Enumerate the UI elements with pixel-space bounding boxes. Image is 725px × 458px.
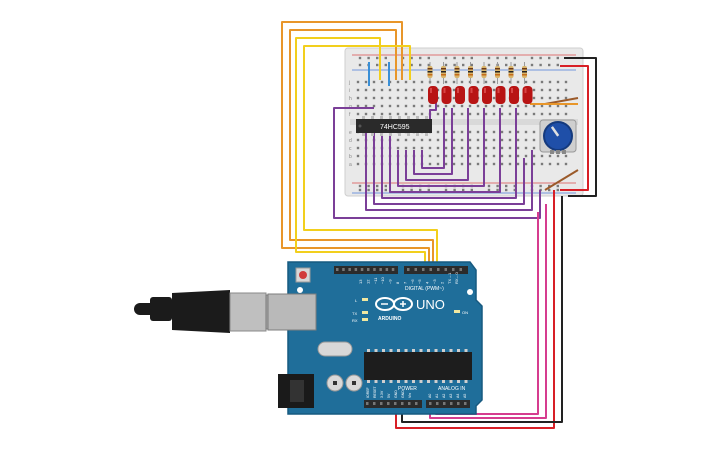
- led-array: [428, 86, 533, 104]
- row-letter-e: e: [349, 130, 352, 136]
- wire-purple-9[interactable]: [421, 108, 445, 169]
- analog-pin-label: A2: [442, 394, 446, 398]
- wire-purple-6[interactable]: [397, 108, 485, 187]
- row-letter-f: f: [349, 112, 351, 118]
- resistor[interactable]: [522, 62, 527, 84]
- analog-label: ANALOG IN: [438, 386, 466, 392]
- wires: [281, 21, 597, 429]
- ic-label: 74HC595: [380, 124, 410, 131]
- row-letter-j: j: [348, 80, 350, 86]
- digital-pin-label: ~11: [373, 277, 378, 284]
- led[interactable]: [441, 86, 452, 104]
- row-letter-a: a: [349, 162, 352, 168]
- power-label: POWER: [398, 386, 417, 392]
- wire-purple-7[interactable]: [405, 108, 469, 181]
- wire-orange-2[interactable]: [289, 29, 434, 262]
- analog-pin-label: A4: [456, 394, 460, 398]
- power-pin-label: GND: [401, 390, 405, 398]
- led-label-rx: RX: [352, 318, 358, 323]
- shift-register-ic[interactable]: 74HC595: [356, 116, 432, 136]
- power-pin-label: Vin: [408, 393, 412, 398]
- analog-pin-label: A3: [449, 394, 453, 398]
- breadboard-holes: [356, 80, 568, 166]
- digital-pin-label: 4: [425, 281, 430, 284]
- led-label-l: L: [355, 298, 358, 303]
- row-letter-b: b: [349, 154, 352, 160]
- resistor[interactable]: [508, 62, 514, 84]
- chip-pins: [367, 349, 468, 383]
- power-pin-label: 3.3V: [380, 390, 384, 398]
- analog-pin-label: A0: [428, 394, 432, 398]
- wire-purple-3[interactable]: [373, 132, 525, 205]
- wire-red-rail-top[interactable]: [560, 65, 589, 191]
- top-power-rail: [358, 56, 559, 67]
- model-text: UNO: [416, 297, 445, 312]
- led[interactable]: [455, 86, 465, 104]
- brand-text: ARDUINO: [378, 316, 401, 322]
- resistor[interactable]: [427, 62, 433, 84]
- led[interactable]: [428, 86, 438, 104]
- digital-pin-label: RX←0: [454, 271, 459, 284]
- analog-pin-label: A1: [435, 394, 439, 398]
- wire-purple-5[interactable]: [389, 108, 501, 193]
- usb-cable: [134, 290, 291, 333]
- arduino-logo: [375, 297, 413, 311]
- power-pin-label: GND: [394, 390, 398, 398]
- power-pin-label: 5V: [387, 393, 391, 398]
- wire-brown-2[interactable]: [544, 169, 579, 191]
- row-letter-c: c: [349, 146, 352, 152]
- digital-pin-label: ~3: [432, 279, 437, 284]
- wire-orange-1[interactable]: [281, 21, 430, 262]
- row-letter-i: i: [349, 88, 350, 94]
- resistor[interactable]: [468, 62, 473, 84]
- wire-red-5v[interactable]: [395, 190, 555, 429]
- wire-purple-4[interactable]: [381, 108, 517, 199]
- wire-purple-2[interactable]: [365, 132, 533, 211]
- row-letter-h: h: [349, 96, 352, 102]
- resistor[interactable]: [454, 62, 460, 84]
- row-letter-d: d: [349, 138, 352, 144]
- wire-purple-8[interactable]: [413, 108, 453, 175]
- digital-pin-label: 8: [395, 281, 400, 284]
- wire-yellow-2[interactable]: [303, 45, 438, 262]
- digital-pin-label: 7: [402, 281, 407, 284]
- digital-pin-label: 13: [358, 279, 363, 284]
- led[interactable]: [495, 86, 506, 104]
- led[interactable]: [522, 86, 533, 104]
- pin-headers: [334, 266, 470, 408]
- digital-pin-label: TX→1: [447, 272, 452, 284]
- digital-pin-label: ~6: [410, 279, 415, 284]
- digital-pin-label: 2: [439, 281, 444, 284]
- wire-black-rail-top[interactable]: [564, 57, 597, 197]
- led[interactable]: [468, 86, 479, 104]
- ic-pins: [362, 116, 428, 136]
- digital-pin-label: ~9: [388, 279, 393, 284]
- on-label: ON: [462, 310, 468, 315]
- power-pin-label: IOREF: [366, 387, 370, 398]
- led[interactable]: [509, 86, 519, 104]
- resistor[interactable]: [495, 62, 500, 84]
- digital-pin-label: ~5: [417, 279, 422, 284]
- digital-pin-label: ~10: [380, 276, 385, 284]
- analog-pin-label: A5: [463, 394, 467, 398]
- wire-purple-1[interactable]: [333, 107, 541, 219]
- resistor-array: [427, 62, 527, 84]
- potentiometer[interactable]: [539, 119, 577, 154]
- power-pin-label: RESET: [373, 385, 377, 398]
- resistor[interactable]: [481, 62, 487, 84]
- resistor[interactable]: [441, 62, 446, 84]
- digital-label: DIGITAL (PWM~): [405, 286, 444, 292]
- led[interactable]: [482, 86, 492, 104]
- wire-black-gnd[interactable]: [401, 196, 563, 423]
- led-label-tx: TX: [352, 311, 357, 316]
- digital-pin-label: 12: [365, 279, 370, 284]
- arduino-uno-board[interactable]: UNO ARDUINO DIGITAL (PWM~) POWER ANALOG …: [267, 261, 483, 415]
